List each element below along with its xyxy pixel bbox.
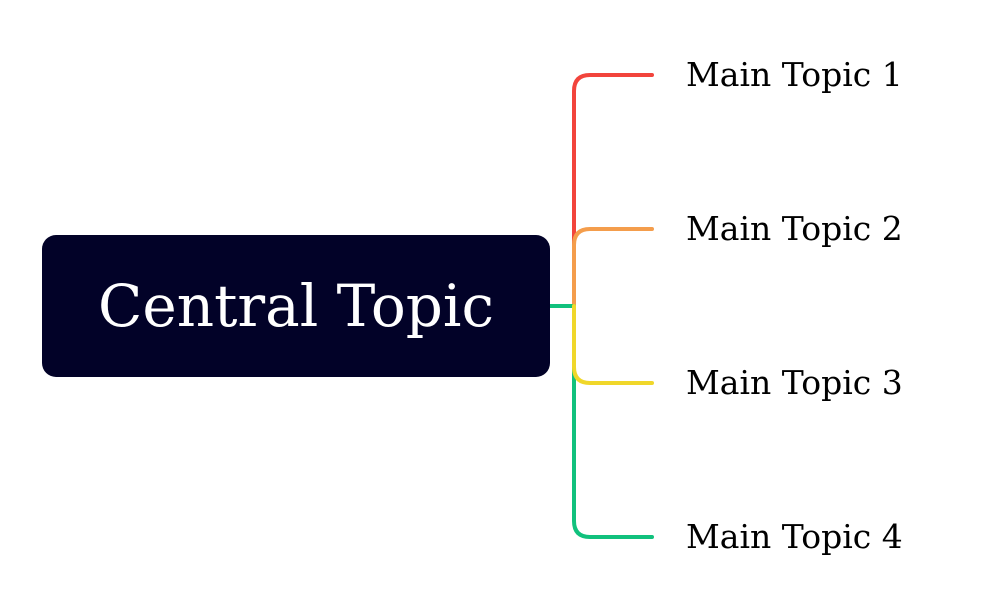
main-topic-4-label[interactable]: Main Topic 4 [686,517,903,556]
central-topic-node[interactable]: Central Topic [42,235,550,377]
connector-main-topic-4 [548,304,654,539]
central-topic-label: Central Topic [98,272,494,340]
connector-main-topic-2 [572,227,654,308]
connector-main-topic-1 [572,73,654,308]
main-topic-3-label[interactable]: Main Topic 3 [686,363,903,402]
connector-main-topic-3 [572,304,654,385]
main-topic-1-label[interactable]: Main Topic 1 [686,55,903,94]
main-topic-2-label[interactable]: Main Topic 2 [686,209,903,248]
